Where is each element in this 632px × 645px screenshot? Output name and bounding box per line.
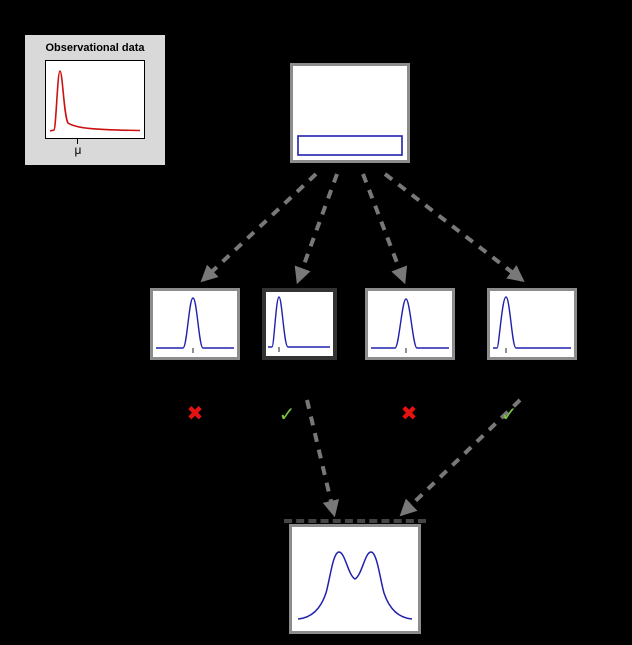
observational-plot-svg <box>49 70 141 132</box>
candidate-4-curve <box>493 296 571 349</box>
posterior-panel <box>289 524 421 634</box>
candidate-panel-3 <box>365 288 455 360</box>
accept-mark-candidate-2: ✓ <box>278 402 296 426</box>
candidate-1-plot-svg <box>156 297 234 353</box>
mu-tick <box>77 139 78 144</box>
posterior-plot-svg <box>297 551 413 620</box>
candidate-panel-2 <box>262 288 337 360</box>
accept-mark-candidate-4: ✓ <box>500 402 518 426</box>
posterior-curve <box>297 551 413 620</box>
candidate-1-curve <box>156 297 234 349</box>
arrow-prior-to-candidate-2 <box>294 173 339 285</box>
candidate-4-plot-svg <box>493 296 571 353</box>
arrow-prior-to-candidate-4 <box>383 172 525 283</box>
observational-data-title: Observational data <box>45 42 145 54</box>
arrow-prior-to-candidate-3 <box>361 173 408 285</box>
candidate-2-plot-svg <box>268 296 330 352</box>
candidate-2-curve <box>268 296 330 348</box>
prior-plot-svg <box>297 135 403 156</box>
candidate-3-curve <box>371 298 449 349</box>
posterior-dashed-top-border <box>284 519 426 523</box>
candidate-3-plot-svg <box>371 298 449 353</box>
prior-panel <box>290 63 410 163</box>
observational-curve <box>49 70 141 132</box>
arrow-candidate-2-to-posterior <box>305 399 340 518</box>
uniform-prior-curve <box>297 135 403 156</box>
observational-data-panel: Observational data μ <box>25 35 165 165</box>
arrow-prior-to-candidate-1 <box>200 172 318 283</box>
observational-plot <box>45 60 145 139</box>
candidate-panel-1 <box>150 288 240 360</box>
mu-axis-label: μ <box>74 143 82 157</box>
reject-mark-candidate-1: ✖ <box>186 401 204 425</box>
candidate-panel-4 <box>487 288 577 360</box>
reject-mark-candidate-3: ✖ <box>400 401 418 425</box>
